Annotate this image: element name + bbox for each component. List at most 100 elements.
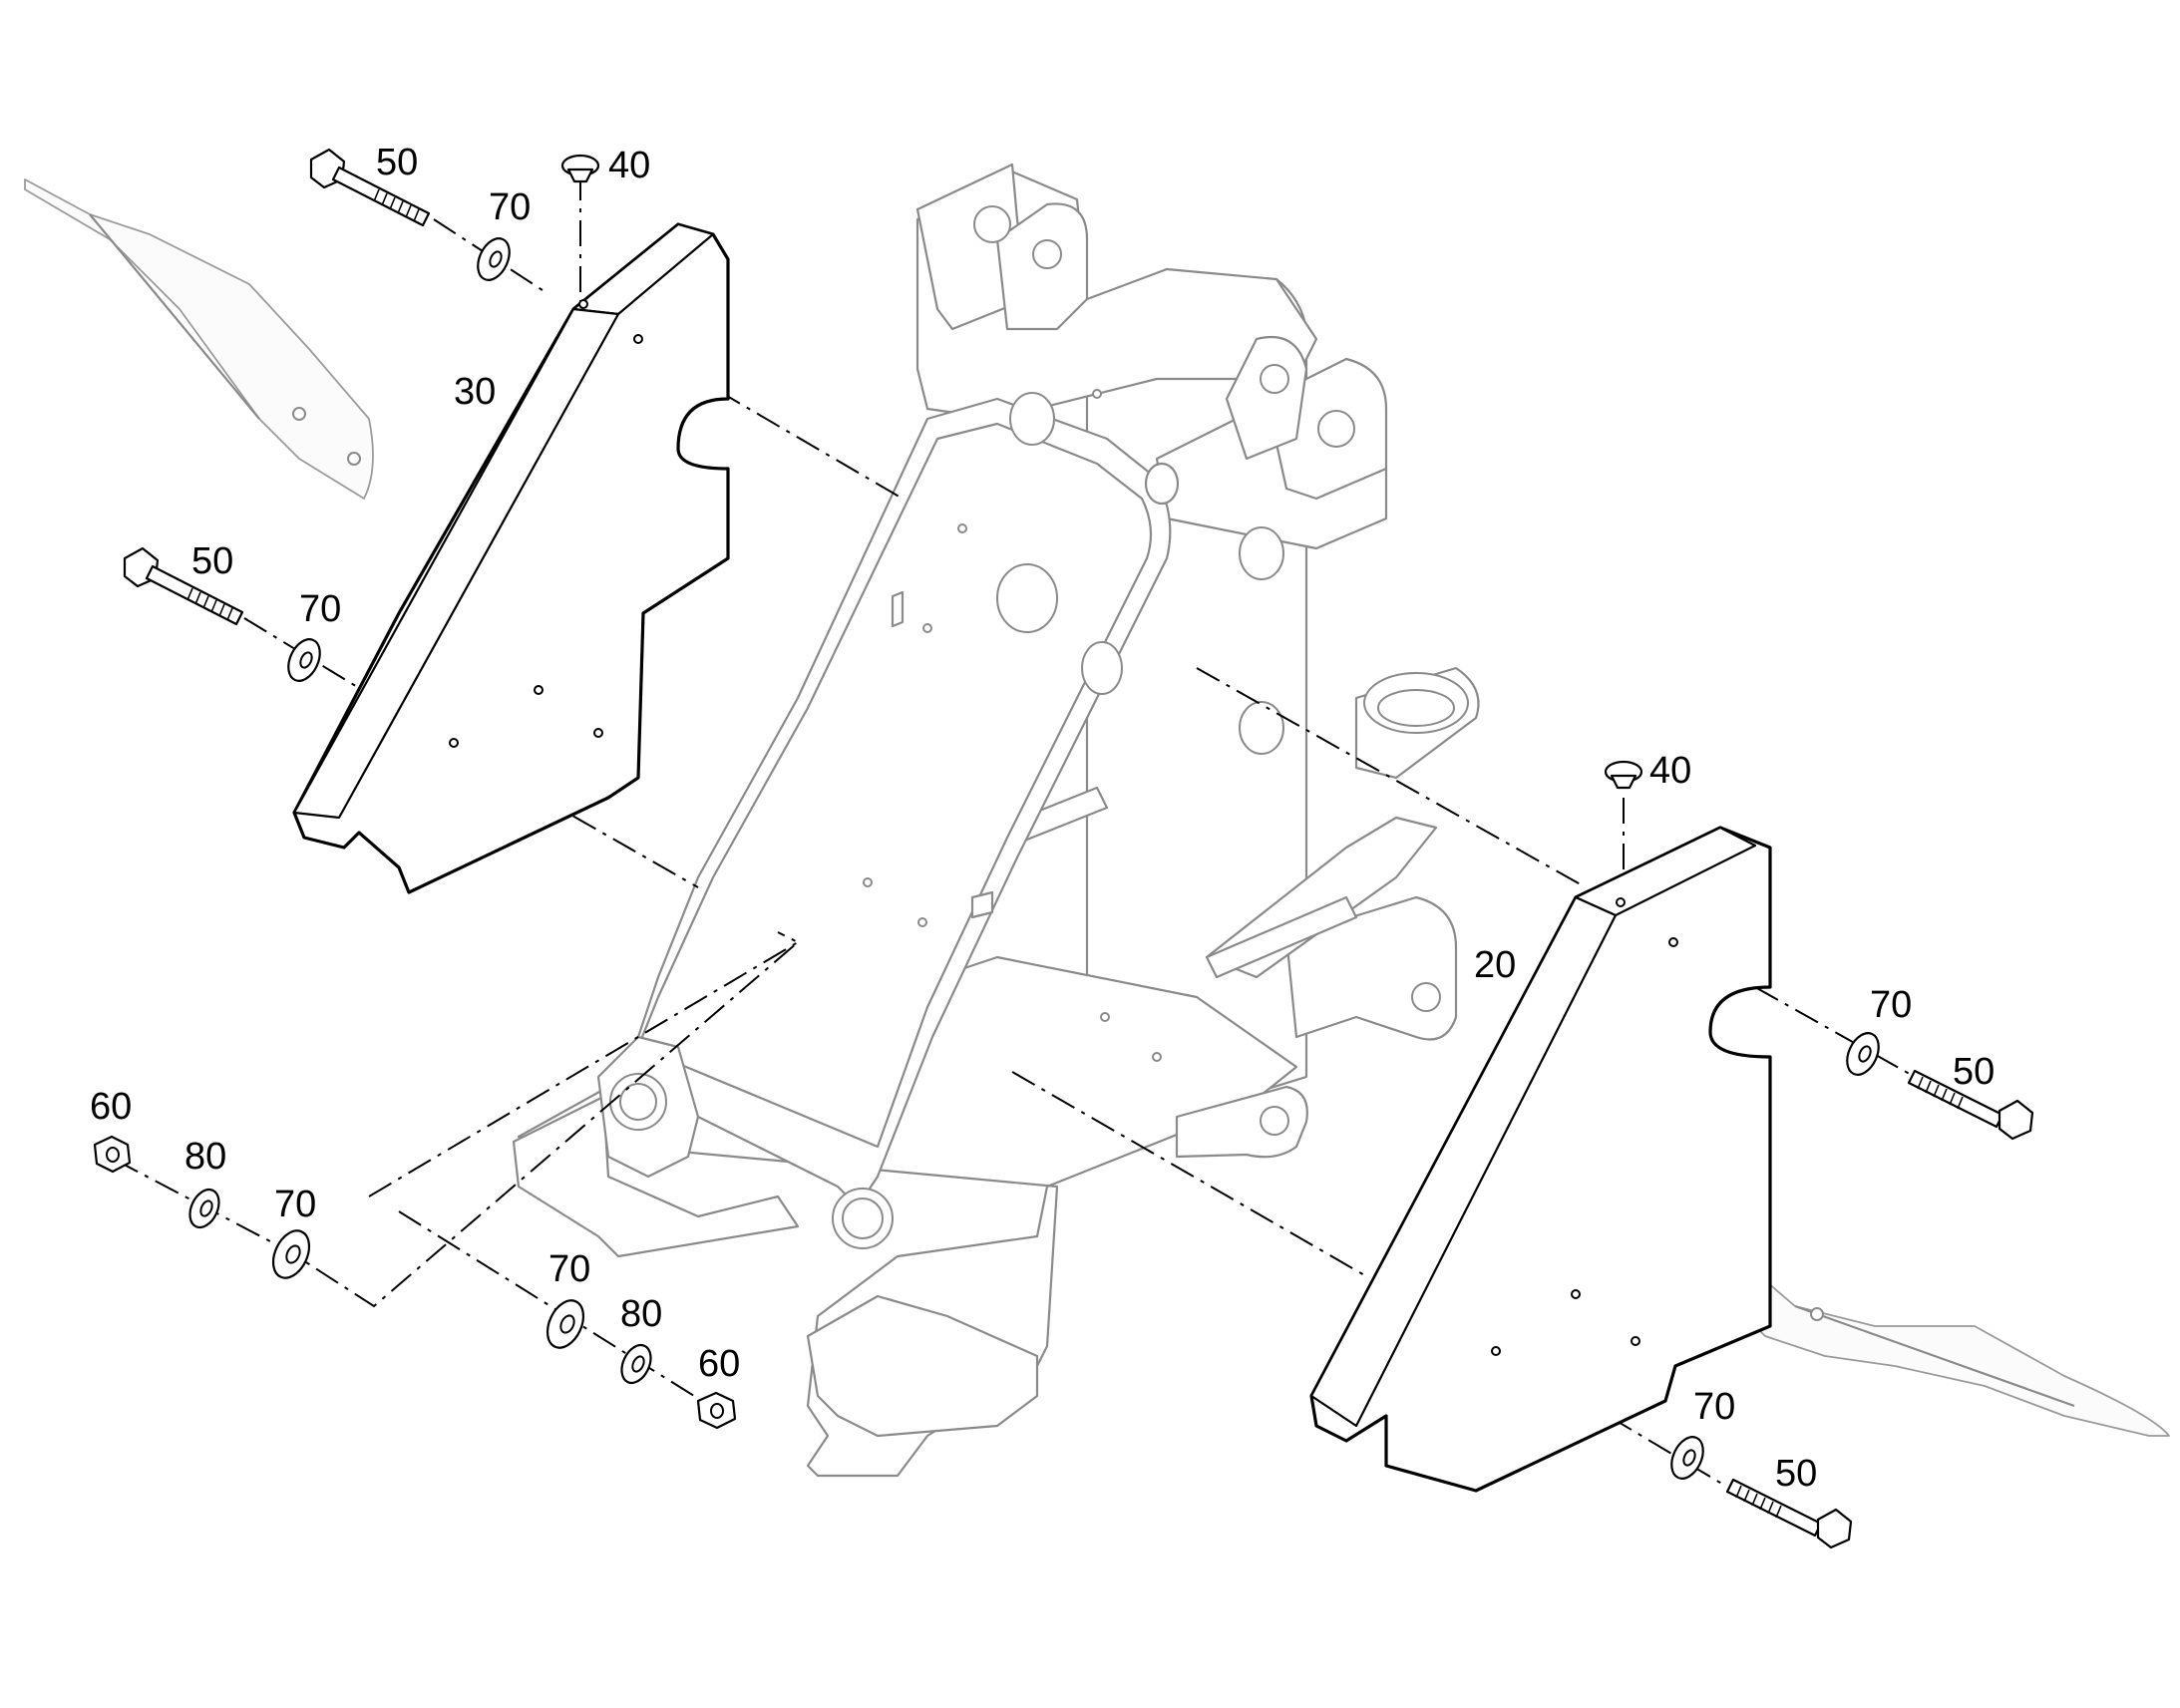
washer-70-right-upper-bore xyxy=(1858,1045,1872,1063)
ghost-cover-left-hole-2 xyxy=(347,452,361,466)
panel-20-body xyxy=(1309,826,1772,1493)
panel-20-hole-2 xyxy=(1571,1289,1581,1299)
line-frame-to-panel20-top xyxy=(1196,667,1587,888)
frame-side-lug-hole xyxy=(1411,982,1441,1012)
upright-hole-2 xyxy=(922,623,932,633)
bolt-50-top xyxy=(309,148,431,227)
washer-70-right-lower xyxy=(1670,1436,1704,1480)
cap-40-right xyxy=(1604,760,1643,790)
bolt-50-right-upper xyxy=(1907,1069,2034,1141)
pivot-pin xyxy=(1144,462,1180,506)
central-bore-inner xyxy=(842,1197,884,1239)
bolt-50-mid xyxy=(123,546,244,626)
washer-70-right-upper xyxy=(1846,1032,1880,1076)
upright-bore-upper xyxy=(996,563,1058,633)
washer-70-left-row-bore xyxy=(285,1244,301,1264)
ghost-cover-left-hole-1 xyxy=(292,407,306,421)
line-left-nut-row xyxy=(114,931,800,1308)
washer-70-bottom-bore xyxy=(559,1314,575,1334)
panel-30-hole-3 xyxy=(449,738,459,748)
frame-front-foot xyxy=(806,1294,1039,1438)
upright-hole-7 xyxy=(1092,389,1102,399)
frame-lug-hole xyxy=(1260,1106,1289,1136)
nut-60-bottom xyxy=(696,1391,737,1430)
ghost-covers xyxy=(24,178,2170,1437)
cover-panel-20 xyxy=(1309,826,1772,1493)
panel-30-hole-1 xyxy=(633,334,643,344)
washer-80-bottom xyxy=(620,1343,652,1385)
cylinder-mount-bore-inner xyxy=(1377,689,1455,727)
bolt-50-right-lower-head xyxy=(1816,1508,1853,1549)
cap-40-left-stem xyxy=(566,168,594,183)
panel-30-hole-top xyxy=(578,299,588,309)
top-left-ear-hole xyxy=(1032,239,1062,269)
frame-top-right-ear xyxy=(1225,335,1308,461)
callout-60-bottom: 60 xyxy=(698,1343,740,1385)
ghost-cover-right-fold xyxy=(1794,1304,2075,1408)
callout-50-right-upper: 50 xyxy=(1953,1051,1995,1093)
bolt-50-right-lower xyxy=(1725,1478,1853,1549)
ghost-cover-left xyxy=(24,178,374,500)
cap-40-right-stem xyxy=(1610,774,1637,790)
washer-70-mid xyxy=(287,638,321,682)
bolt-50-right-lower-shank xyxy=(1725,1478,1823,1537)
main-frame xyxy=(512,163,1480,1478)
bolt-50-right-lower-thread xyxy=(1735,1485,1782,1519)
assembly-lines xyxy=(114,174,1916,1487)
frame-upright-inner xyxy=(636,422,1153,1149)
callout-50-right-lower: 50 xyxy=(1775,1453,1817,1495)
rear-bore-right xyxy=(1239,526,1284,580)
nut-60-left xyxy=(93,1135,132,1174)
callout-80-bottom: 80 xyxy=(620,1293,662,1335)
bolt-50-right-upper-shank xyxy=(1907,1069,2004,1129)
washer-70-top xyxy=(477,237,511,281)
washer-70-left-row xyxy=(271,1229,311,1279)
top-right-pad-hole xyxy=(1317,410,1355,448)
ghost-cover-right xyxy=(1724,1245,2170,1437)
frame-lower-lug xyxy=(1175,1085,1308,1159)
panel-30-hole-4 xyxy=(593,728,603,738)
ghost-cover-left-fold xyxy=(89,213,260,420)
panel-30-hole-2 xyxy=(534,685,544,695)
callout-50-mid: 50 xyxy=(191,540,233,582)
left-arm-bore-inner xyxy=(619,1083,657,1121)
upright-hole-6 xyxy=(1152,1052,1162,1062)
frame-inner-rib-right xyxy=(1205,895,1358,979)
panel-30-body xyxy=(292,222,730,894)
callout-40-left: 40 xyxy=(608,145,650,186)
callout-70-bottom: 70 xyxy=(548,1248,590,1290)
bolt-50-top-shank xyxy=(331,166,431,227)
bolt-50-mid-thread xyxy=(186,587,233,621)
upright-bore-top xyxy=(1009,392,1055,446)
ghost-cover-right-hole xyxy=(1810,1307,1824,1321)
panel-20-edge xyxy=(1309,895,1618,1428)
callout-60-left: 60 xyxy=(90,1086,132,1128)
callout-30: 30 xyxy=(454,371,496,413)
panel-20-hole-top xyxy=(1616,897,1626,907)
line-frame-to-panel20-low xyxy=(1011,1071,1367,1277)
bolt-50-mid-shank xyxy=(145,564,244,626)
washer-80-left-bore xyxy=(199,1199,213,1217)
bolt-50-top-thread xyxy=(373,188,420,222)
upright-tab xyxy=(970,890,994,919)
callout-70-mid: 70 xyxy=(299,588,341,630)
washer-70-bottom xyxy=(545,1299,585,1349)
callout-40-right: 40 xyxy=(1649,750,1691,792)
washer-80-bottom-bore xyxy=(631,1355,645,1373)
upright-hole-1 xyxy=(957,523,967,533)
callout-70-right-lower: 70 xyxy=(1693,1386,1735,1428)
cap-40-left xyxy=(560,154,600,183)
callout-20: 20 xyxy=(1474,944,1516,986)
callout-70-left-row: 70 xyxy=(274,1184,316,1225)
upright-slot xyxy=(891,590,905,628)
rear-bore-low xyxy=(1081,641,1123,695)
panel-20-hole-1 xyxy=(1668,937,1678,947)
top-right-ear-hole xyxy=(1260,364,1289,394)
washer-80-left xyxy=(188,1188,220,1229)
line-left-nut-row-upper xyxy=(368,941,799,1197)
panel-30-edge xyxy=(292,307,620,820)
panel-20-hole-3 xyxy=(1491,1346,1501,1356)
cover-panel-30 xyxy=(292,222,730,894)
bolt-50-right-upper-head xyxy=(1998,1099,2034,1141)
